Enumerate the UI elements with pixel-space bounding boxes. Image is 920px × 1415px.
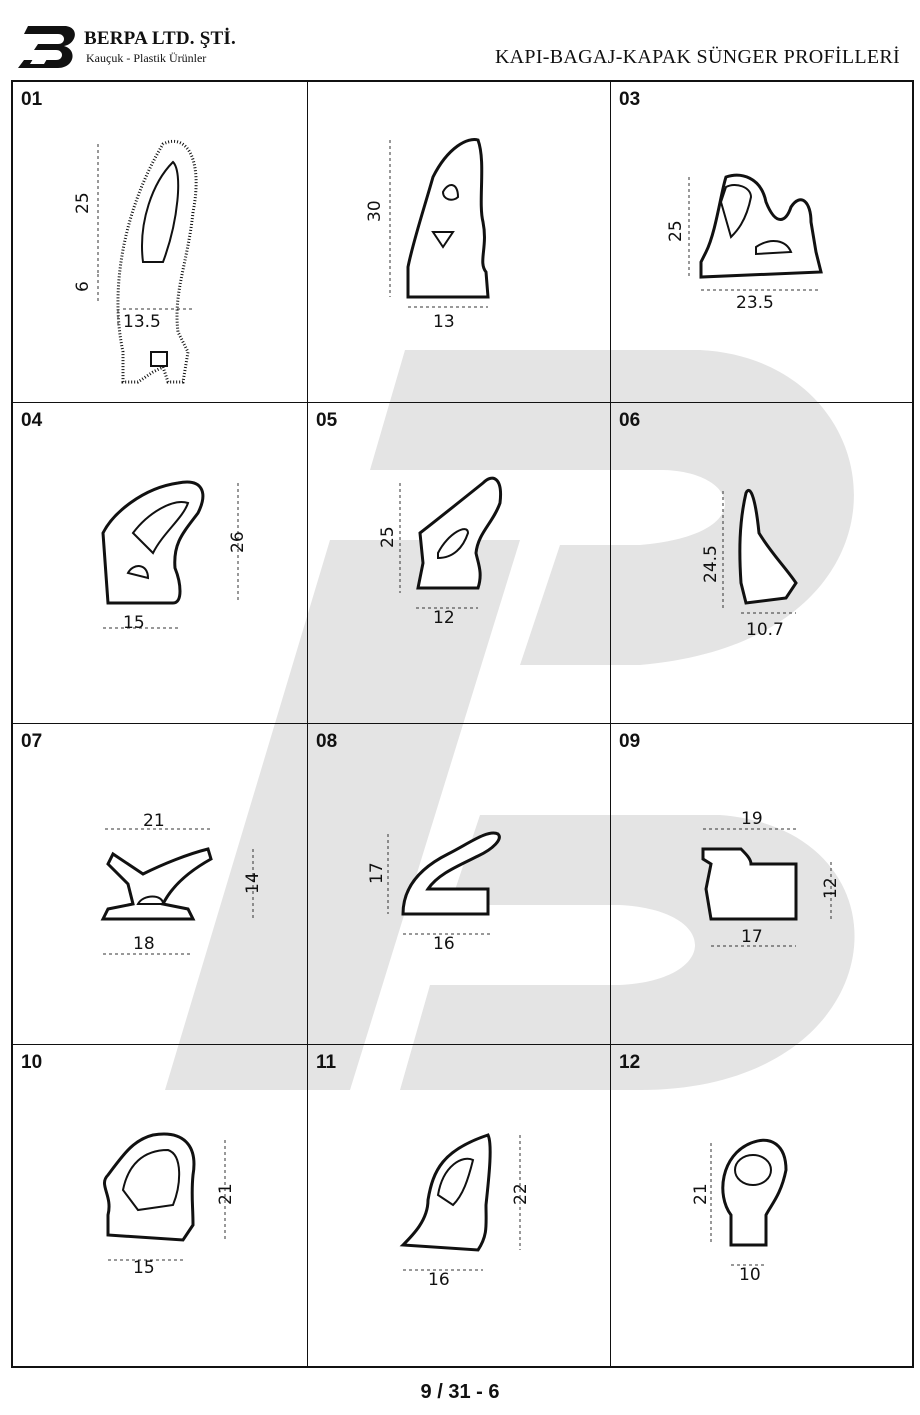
dimension-label: 19 xyxy=(741,809,763,829)
dimension-label: 23.5 xyxy=(736,293,774,313)
dimension-label: 15 xyxy=(133,1258,155,1278)
profile-grid: 01 25 6 13.5 30 13 xyxy=(11,80,914,1368)
dimension-label: 21 xyxy=(691,1183,711,1205)
profile-drawing-02: 30 13 xyxy=(365,138,490,332)
dimension-label: 12 xyxy=(433,608,455,628)
dimension-label: 10 xyxy=(739,1265,761,1285)
profile-number: 09 xyxy=(619,731,641,752)
dimension-label: 13.5 xyxy=(123,312,161,332)
dimension-label: 6 xyxy=(73,281,93,292)
seal-profile-shape xyxy=(100,847,213,921)
profile-drawing-08: 17 16 xyxy=(367,831,501,954)
profile-drawing-10: 21 15 xyxy=(102,1132,236,1278)
dimension-label: 17 xyxy=(367,862,387,884)
profile-number: 10 xyxy=(21,1052,43,1073)
profile-drawing-01: 25 6 13.5 xyxy=(73,139,198,384)
dimension-label: 25 xyxy=(378,526,398,548)
berpa-logo-icon xyxy=(18,26,75,68)
profile-cell-06: 06 24.5 10.7 xyxy=(611,403,912,724)
dimension-label: 10.7 xyxy=(746,620,784,640)
profile-number: 01 xyxy=(21,89,43,110)
profile-drawing-12: 21 10 xyxy=(691,1138,788,1285)
profile-drawing-11: 22 16 xyxy=(399,1133,531,1290)
seal-profile-shape xyxy=(406,138,490,299)
dimension-label: 25 xyxy=(666,220,686,242)
dimension-label: 12 xyxy=(821,877,841,899)
page-header: BERPA LTD. ŞTİ. Kauçuk - Plastik Ürünler… xyxy=(0,0,920,82)
profile-cell-05: 05 25 12 xyxy=(308,403,611,724)
profile-number: 12 xyxy=(619,1052,641,1073)
profile-cell-10: 10 21 15 xyxy=(13,1045,308,1366)
profile-drawing-05: 25 12 xyxy=(378,476,503,628)
profile-cell-12: 12 21 10 xyxy=(611,1045,912,1366)
profile-number: 05 xyxy=(316,410,338,431)
dimension-label: 14 xyxy=(243,872,263,894)
profile-cell-11: 11 22 16 xyxy=(308,1045,611,1366)
profile-cell-03: 03 25 23.5 xyxy=(611,82,912,403)
profile-drawing-04: 26 15 xyxy=(101,480,248,633)
seal-profile-shape xyxy=(401,831,501,916)
dimension-label: 24.5 xyxy=(701,545,721,583)
profile-drawing-06: 24.5 10.7 xyxy=(701,489,798,640)
dimension-label: 21 xyxy=(216,1183,236,1205)
profile-number: 06 xyxy=(619,410,641,431)
profile-cell-02: 30 13 xyxy=(308,82,611,403)
seal-profile-shape xyxy=(699,173,823,279)
profile-number: 11 xyxy=(316,1052,337,1073)
dimension-label: 15 xyxy=(123,613,145,633)
dimension-label: 18 xyxy=(133,934,155,954)
profile-cell-01: 01 25 6 13.5 xyxy=(13,82,308,403)
profile-number: 08 xyxy=(316,731,338,752)
company-name: BERPA LTD. ŞTİ. xyxy=(84,28,236,49)
dimension-label: 21 xyxy=(143,811,165,831)
company-subtitle: Kauçuk - Plastik Ürünler xyxy=(86,51,207,65)
dimension-label: 17 xyxy=(741,927,763,947)
dimension-label: 30 xyxy=(365,200,385,222)
profile-drawing-03: 25 23.5 xyxy=(666,173,823,313)
dimension-label: 16 xyxy=(433,934,455,954)
dimension-label: 13 xyxy=(433,312,455,332)
seal-profile-shape xyxy=(738,489,798,605)
dimension-label: 22 xyxy=(511,1183,531,1205)
seal-profile-shape xyxy=(701,847,798,921)
profile-cell-07: 07 21 14 18 xyxy=(13,724,308,1045)
page-number: 9 / 31 - 6 xyxy=(420,1381,500,1403)
profile-number: 03 xyxy=(619,89,641,110)
profile-cell-09: 09 19 12 17 xyxy=(611,724,912,1045)
document-title: KAPI-BAGAJ-KAPAK SÜNGER PROFİLLERİ xyxy=(494,46,900,68)
profile-cell-08: 08 17 16 xyxy=(308,724,611,1045)
profile-number: 07 xyxy=(21,731,43,752)
profile-number: 04 xyxy=(21,410,43,431)
profile-drawing-09: 19 12 17 xyxy=(701,809,841,947)
dimension-label: 16 xyxy=(428,1270,450,1290)
profile-drawing-07: 21 14 18 xyxy=(100,811,263,955)
dimension-label: 25 xyxy=(73,192,93,214)
profile-cell-04: 04 26 15 xyxy=(13,403,308,724)
dimension-label: 26 xyxy=(228,531,248,553)
